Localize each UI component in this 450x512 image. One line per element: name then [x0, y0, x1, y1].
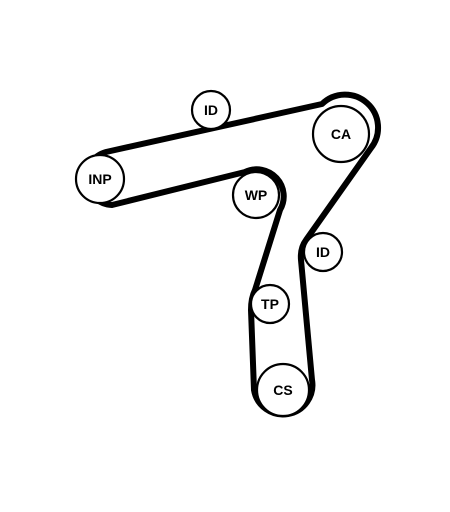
pulley-ca: CA: [311, 104, 371, 164]
pulley-cs: CS: [255, 362, 311, 418]
pulley-cs-label: CS: [273, 382, 292, 398]
pulley-inp: INP: [74, 153, 126, 205]
pulley-tp: TP: [249, 283, 291, 325]
pulley-inp-label: INP: [88, 171, 111, 187]
pulley-id-right: ID: [302, 231, 344, 273]
pulley-id-right-label: ID: [316, 244, 330, 260]
pulley-wp-label: WP: [245, 187, 268, 203]
pulley-tp-label: TP: [261, 296, 279, 312]
pulley-wp: WP: [231, 170, 281, 220]
pulley-id-top-label: ID: [204, 102, 218, 118]
pulley-ca-label: CA: [331, 126, 351, 142]
pulley-id-top: ID: [190, 89, 232, 131]
